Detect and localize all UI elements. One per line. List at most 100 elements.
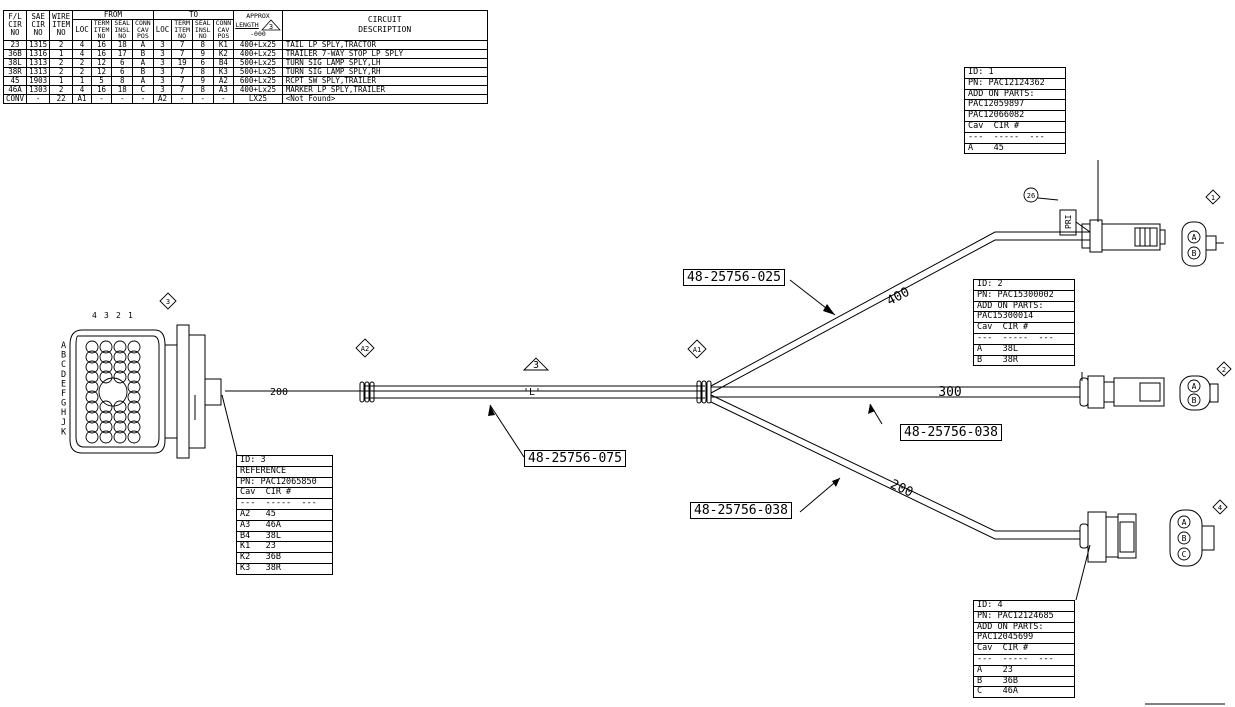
- id-box-line: K1 23: [237, 542, 332, 554]
- connector-3-cavities: [85, 340, 141, 444]
- part-label-branch-upper: 48-25756-025: [683, 269, 785, 286]
- connector-3-cavity: [127, 400, 141, 414]
- dim-branch-upper: 400: [884, 285, 912, 309]
- id-box-line: REFERENCE: [237, 466, 332, 478]
- id-box-line: ADD ON PARTS:: [974, 622, 1074, 634]
- pin-c4-a-label: A: [1182, 518, 1187, 527]
- connector-3-cavity: [113, 370, 127, 384]
- connector-3-column-label: 2: [116, 311, 121, 320]
- id-box-line: ID: 2: [974, 279, 1074, 291]
- connector-3-cavity: [127, 360, 141, 374]
- pin-c4-b: [1177, 531, 1191, 545]
- pri-tag-label: PRI: [1064, 214, 1073, 229]
- note-3-triangle-icon: 3: [260, 19, 281, 31]
- connector-3-cavity: [85, 430, 99, 444]
- connector-3-cavity: [127, 350, 141, 364]
- connector-3-column-label: 1: [128, 311, 133, 320]
- dim-trunk-left: 200: [270, 387, 288, 398]
- connector-3-row-label: D: [61, 370, 66, 380]
- id-box-line: K2 36B: [237, 552, 332, 564]
- svg-text:3: 3: [269, 23, 273, 31]
- connector-3-row-label: E: [61, 379, 66, 389]
- connector-3-column-label: 4: [92, 311, 97, 320]
- pin-c1-a-label: A: [1192, 233, 1197, 242]
- connector-3-cavity: [113, 410, 127, 424]
- id-box-line: PAC12059897: [965, 100, 1065, 112]
- id-box-line: PN: PAC12065850: [237, 477, 332, 489]
- connector-3-cavity: [113, 420, 127, 434]
- connector-3-cavity: [85, 340, 99, 354]
- connector-3-cavity: [127, 410, 141, 424]
- id-box-line: K3 38R: [240, 562, 281, 573]
- main-trunk-wire: [225, 385, 705, 399]
- id-box-line: A 38L: [974, 344, 1074, 356]
- trunk-splice-a2: [359, 381, 375, 403]
- connector-3-cavity: [85, 410, 99, 424]
- dim-trunk-mid: 'L': [523, 387, 541, 398]
- note-3-label: 3: [533, 360, 539, 371]
- id-box-line: --- ----- ---: [965, 132, 1065, 144]
- id-box-line: B4 38L: [237, 531, 332, 543]
- connector-3-cavity: [99, 430, 113, 444]
- pin-c2-b-label: B: [1192, 396, 1197, 405]
- balloon-26: [1023, 187, 1039, 203]
- connector-3-row-label: B: [61, 351, 66, 361]
- branch-middle-wire: [711, 386, 1080, 398]
- id-box-line: --- ----- ---: [974, 654, 1074, 666]
- connector-4-body: [1079, 511, 1137, 563]
- marker-a2-diamond: [355, 338, 375, 358]
- connector-3-body: [69, 324, 222, 459]
- part-label-branch-middle: 48-25756-038: [900, 424, 1002, 441]
- pin-c4-c: [1177, 547, 1191, 561]
- pin-c1-a: [1187, 230, 1201, 244]
- connector-3-row-label: K: [61, 427, 67, 437]
- table-cell-description: <Not Found>: [281, 93, 488, 104]
- connector-3-cavity: [99, 410, 113, 424]
- id-box-line: Cav CIR #: [974, 322, 1074, 334]
- pin-c4-c-label: C: [1182, 550, 1187, 559]
- id-box-line: PN: PAC12124362: [965, 78, 1065, 90]
- id-box-line: ADD ON PARTS:: [965, 89, 1065, 101]
- connector-3-cavity: [85, 380, 99, 394]
- trunk-splice-a1: [696, 380, 712, 404]
- balloon-26-label: 26: [1027, 192, 1035, 200]
- connector-3-column-label: 3: [104, 311, 109, 320]
- id-box-line: PN: PAC12124685: [974, 611, 1074, 623]
- arrowheads: [488, 304, 875, 487]
- id-box-line: PAC12045699: [974, 633, 1074, 645]
- connector-3-cavity: [127, 430, 141, 444]
- id-box-line: ADD ON PARTS:: [974, 301, 1074, 313]
- part-label-branch-lower: 48-25756-038: [690, 502, 792, 519]
- marker-a1-label: A1: [693, 346, 701, 354]
- connector-3-cavity: [99, 420, 113, 434]
- connector-3-cavity: [85, 390, 99, 404]
- connector-3-cavity: [99, 400, 113, 414]
- connector-3-row-label: J: [61, 418, 66, 428]
- connector-3-cavity: [127, 380, 141, 394]
- connector-3-cavity: [85, 400, 99, 414]
- pin-c2-b: [1187, 393, 1201, 407]
- id-box-line: C 46A: [977, 686, 1018, 697]
- pin-c1-b-label: B: [1192, 249, 1197, 258]
- connector-1-body: [1059, 209, 1166, 253]
- connector-4-endview: [1169, 509, 1215, 567]
- table-cell: 22: [49, 93, 74, 104]
- id-box-line: PAC15300014: [974, 312, 1074, 324]
- connector-3-row-label: H: [61, 408, 66, 418]
- marker-a1-diamond: [687, 339, 707, 359]
- table-cell: -: [132, 93, 154, 104]
- connector-4-callout: 4: [1218, 504, 1222, 512]
